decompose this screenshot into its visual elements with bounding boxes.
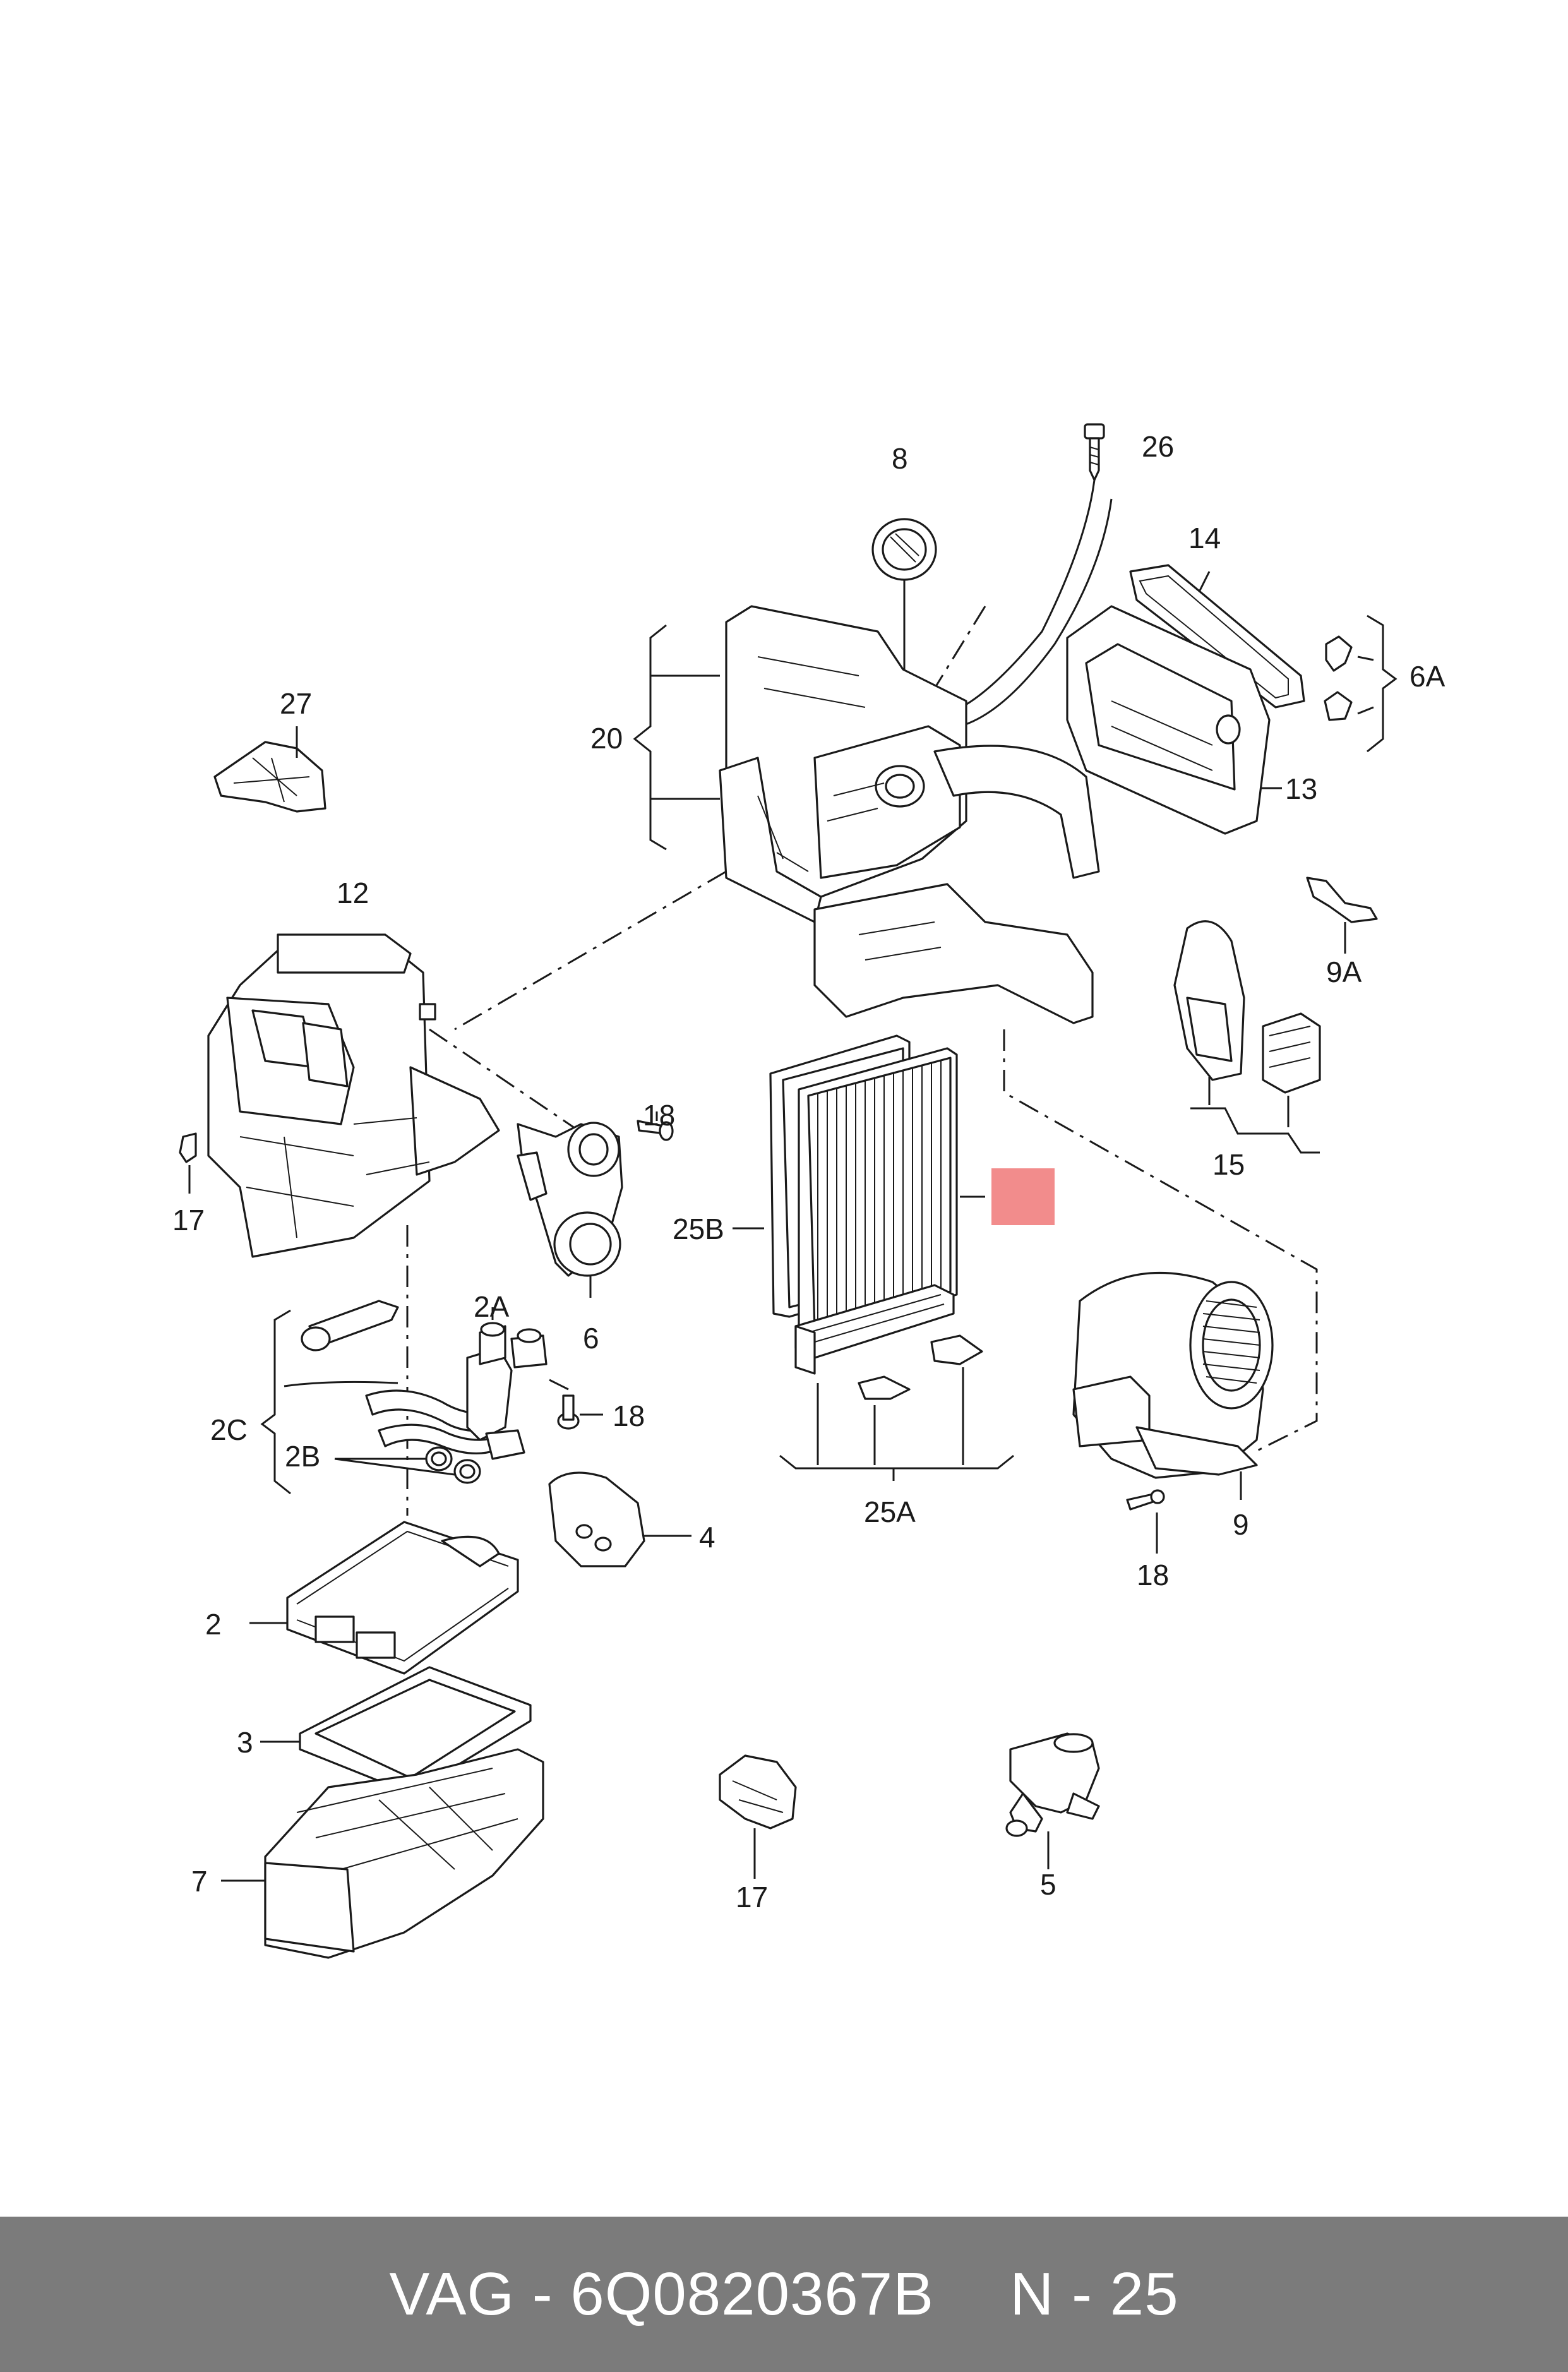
callout-2A: 2A bbox=[474, 1290, 510, 1323]
gasket-frame-icon bbox=[1129, 564, 1305, 709]
heater-box-icon bbox=[207, 933, 500, 1258]
callout-3: 3 bbox=[237, 1726, 253, 1759]
bracket-20 bbox=[633, 624, 720, 851]
callout-7: 7 bbox=[191, 1865, 208, 1898]
callout-9A: 9A bbox=[1326, 955, 1362, 988]
blower-motor-icon bbox=[1072, 1271, 1274, 1500]
callout-2C: 2C bbox=[210, 1413, 248, 1446]
bracket-27-icon bbox=[213, 726, 326, 813]
screw-18b-icon bbox=[557, 1394, 603, 1430]
part-number-footer: VAG - 6Q0820367B N - 25 bbox=[0, 2217, 1568, 2372]
callout-labels: 26 8 14 6A 27 20 13 12 9A 18 17 25B 15 2… bbox=[172, 430, 1445, 1914]
callout-20: 20 bbox=[590, 722, 623, 755]
actuator-icon bbox=[1173, 920, 1321, 1154]
air-duct-icon bbox=[1066, 605, 1282, 835]
callout-26: 26 bbox=[1142, 430, 1174, 463]
callout-27: 27 bbox=[280, 687, 312, 720]
heater-housing-icon bbox=[719, 605, 1100, 1024]
bracket-clip-icon bbox=[1306, 877, 1378, 954]
heat-exchanger-icon bbox=[249, 1521, 519, 1675]
callout-14: 14 bbox=[1188, 522, 1221, 554]
housing-tray-icon bbox=[221, 1748, 544, 1959]
callout-2: 2 bbox=[205, 1608, 222, 1641]
callout-8: 8 bbox=[892, 442, 908, 475]
parts-diagram: 26 8 14 6A 27 20 13 12 9A 18 17 25B 15 2… bbox=[172, 423, 1445, 1959]
frame-3-icon bbox=[260, 1666, 532, 1795]
coolant-valve-icon bbox=[1005, 1732, 1100, 1869]
seal-ring-icon bbox=[871, 518, 937, 770]
callout-9: 9 bbox=[1233, 1508, 1249, 1541]
callout-4: 4 bbox=[699, 1521, 715, 1554]
clip-17b-icon bbox=[719, 1754, 797, 1879]
screw-icon bbox=[947, 423, 1113, 728]
callout-18b: 18 bbox=[613, 1399, 645, 1432]
seal-kit-icon bbox=[260, 1300, 569, 1495]
cabin-filter-icon bbox=[733, 1034, 985, 1337]
callout-17b: 17 bbox=[736, 1881, 768, 1914]
callout-5: 5 bbox=[1040, 1868, 1056, 1901]
clip-icons bbox=[1324, 614, 1397, 753]
callout-17a: 17 bbox=[172, 1204, 205, 1237]
callout-18a: 18 bbox=[643, 1099, 675, 1132]
filter-frame-icon bbox=[779, 1284, 1014, 1481]
cover-plate-icon bbox=[548, 1471, 691, 1567]
screw-18c-icon bbox=[1126, 1489, 1165, 1554]
callout-6A: 6A bbox=[1409, 660, 1445, 693]
screw-18-icon bbox=[637, 1111, 674, 1141]
callout-25B: 25B bbox=[673, 1213, 724, 1245]
position-text: N - 25 bbox=[1010, 2260, 1179, 2328]
callout-13: 13 bbox=[1285, 772, 1317, 805]
callout-15: 15 bbox=[1212, 1148, 1245, 1181]
callout-6: 6 bbox=[583, 1322, 599, 1355]
callout-2B: 2B bbox=[285, 1440, 320, 1473]
callout-25A: 25A bbox=[864, 1495, 916, 1528]
flap-actuator-icon bbox=[517, 1122, 623, 1298]
callout-18c: 18 bbox=[1137, 1559, 1169, 1591]
highlight-box bbox=[991, 1168, 1055, 1225]
filter-pleats bbox=[817, 1060, 942, 1326]
callout-12: 12 bbox=[337, 877, 369, 909]
part-number-text: VAG - 6Q0820367B bbox=[389, 2260, 935, 2328]
clip-17-icon bbox=[179, 1132, 197, 1194]
